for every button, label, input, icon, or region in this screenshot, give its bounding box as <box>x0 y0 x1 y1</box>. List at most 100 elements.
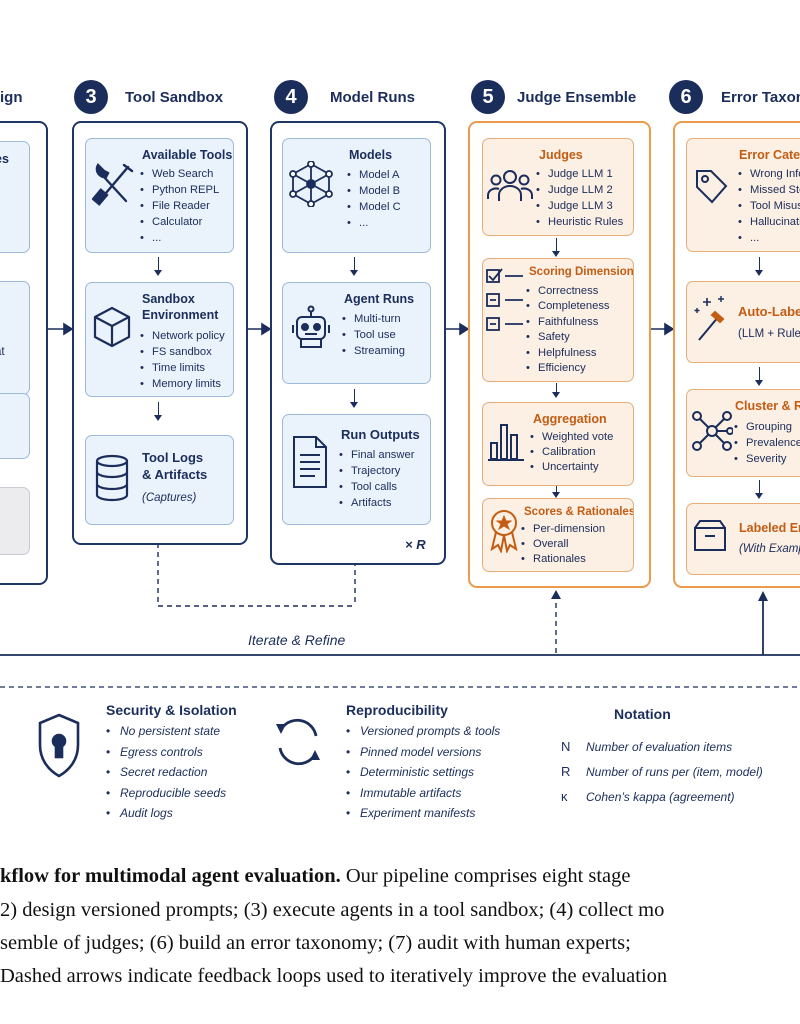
arrow-down <box>350 257 358 276</box>
list-item: Efficiency <box>526 361 610 376</box>
list-item: Model B <box>347 183 401 199</box>
neural-network-icon <box>289 161 333 207</box>
tool-logs-subtitle: (Captures) <box>142 492 197 504</box>
arrow-down <box>755 367 763 386</box>
list-item: Python REPL <box>140 182 219 198</box>
list-item: Audit logs <box>106 803 226 824</box>
list-item: Helpfulness <box>526 346 610 361</box>
list-item: No persistent state <box>106 721 226 742</box>
list-item: Prevalence <box>734 435 800 451</box>
arrow-down <box>552 383 560 398</box>
list-item: Severity <box>734 451 800 467</box>
list-item: Pinned model versions <box>346 742 500 763</box>
arrow-down <box>755 480 763 499</box>
available-tools-title: Available Tools <box>142 148 233 162</box>
list-item: Grouping <box>734 419 800 435</box>
notation-symbol-kappa: κ <box>561 789 568 804</box>
models-title: Models <box>349 148 393 162</box>
stage-2-title-fragment: ign <box>0 89 23 106</box>
list-item: Deterministic settings <box>346 762 500 783</box>
list-item: Rationales <box>521 552 605 567</box>
connector-lines <box>0 322 800 688</box>
list-item: Model C <box>347 199 401 215</box>
archive-box-icon <box>693 518 727 554</box>
shield-lock-icon <box>36 712 82 780</box>
document-icon <box>291 435 329 491</box>
security-list: No persistent state Egress controls Secr… <box>106 721 226 824</box>
list-item: Tool Misus <box>738 198 800 214</box>
list-item: Network policy <box>140 328 225 344</box>
list-item: ... <box>347 215 401 231</box>
caption-line-2: 2) design versioned prompts; (3) execute… <box>0 899 665 921</box>
arrow-down <box>552 486 560 498</box>
arrow-down <box>755 257 763 276</box>
run-outputs-title: Run Outputs <box>341 427 420 442</box>
robot-icon <box>289 305 333 351</box>
stage-4-title: Model Runs <box>330 89 415 106</box>
list-item: Overall <box>521 537 605 552</box>
list-item: Multi-turn <box>342 311 405 327</box>
refresh-cycle-icon <box>272 712 324 772</box>
stage-2-card-3 <box>0 393 30 459</box>
iterate-refine-label: Iterate & Refine <box>248 632 346 648</box>
list-item: Egress controls <box>106 742 226 763</box>
aggregation-card: Aggregation Weighted vote Calibration Un… <box>482 402 634 486</box>
list-item: Safety <box>526 330 610 345</box>
tool-logs-card: Tool Logs & Artifacts (Captures) <box>85 435 234 525</box>
bar-chart-icon <box>487 417 525 463</box>
stage-2-card-2-fragment: at <box>0 346 5 358</box>
tool-logs-title-1: Tool Logs <box>142 450 204 465</box>
agent-runs-card: Agent Runs Multi-turn Tool use Streaming <box>282 282 431 384</box>
tag-icon <box>693 167 729 207</box>
notation-desc-kappa: Cohen’s kappa (agreement) <box>586 790 735 804</box>
agent-runs-list: Multi-turn Tool use Streaming <box>342 311 405 359</box>
list-item: ... <box>140 230 219 246</box>
sandbox-environment-title-2: Environment <box>142 308 219 322</box>
caption-line-1: kflow for multimodal agent evaluation. O… <box>0 862 800 890</box>
error-categories-title: Error Categ <box>739 148 800 162</box>
list-item: FS sandbox <box>140 344 225 360</box>
caption-bold: kflow for multimodal agent evaluation. <box>0 865 341 887</box>
stage-2-card-2: at <box>0 281 30 395</box>
models-card: Models Model A Model B Model C ... <box>282 138 431 253</box>
list-item: Judge LLM 2 <box>536 182 623 198</box>
sandbox-environment-card: Sandbox Environment Network policy FS sa… <box>85 282 234 397</box>
list-item: Judge LLM 3 <box>536 198 623 214</box>
list-item: Wrong Info <box>738 166 800 182</box>
sandbox-environment-title-1: Sandbox <box>142 292 195 306</box>
list-item: Memory limits <box>140 376 225 392</box>
people-group-icon <box>487 167 533 203</box>
checklist-icon <box>485 267 527 335</box>
available-tools-card: Available Tools Web Search Python REPL F… <box>85 138 234 253</box>
arrow-down <box>552 238 560 257</box>
tool-logs-title-2: & Artifacts <box>142 467 208 482</box>
wrench-screwdriver-icon <box>92 161 134 207</box>
list-item: Experiment manifests <box>346 803 500 824</box>
aggregation-title: Aggregation <box>533 412 607 426</box>
stage-6-title: Error Taxono <box>721 89 800 106</box>
reproducibility-list: Versioned prompts & tools Pinned model v… <box>346 721 500 824</box>
error-categories-list: Wrong Info Missed Ste Tool Misus Halluci… <box>738 166 800 246</box>
list-item: Tool calls <box>339 479 414 495</box>
auto-labeling-title: Auto-Labeli <box>738 304 800 319</box>
cluster-card: Cluster & Re Grouping Prevalence Severit… <box>686 389 800 477</box>
stage-2-card-1: es <box>0 141 30 253</box>
stage-2-column: es at <box>0 121 48 585</box>
list-item: Calculator <box>140 214 219 230</box>
network-cluster-icon <box>691 408 733 454</box>
labeled-errors-subtitle: (With Examp <box>739 543 800 555</box>
runs-multiplier: × R <box>405 537 426 552</box>
run-outputs-card: Run Outputs Final answer Trajectory Tool… <box>282 414 431 525</box>
list-item: Final answer <box>339 447 414 463</box>
stage-3-number: 3 <box>74 80 108 114</box>
cluster-list: Grouping Prevalence Severity <box>734 419 800 467</box>
scores-rationales-title: Scores & Rationales <box>524 506 634 518</box>
list-item: Secret redaction <box>106 762 226 783</box>
list-item: ... <box>738 230 800 246</box>
list-item: Trajectory <box>339 463 414 479</box>
labeled-errors-title: Labeled Err <box>739 521 800 535</box>
magic-wand-icon <box>693 294 729 344</box>
notation-desc-n: Number of evaluation items <box>586 740 733 754</box>
list-item: Versioned prompts & tools <box>346 721 500 742</box>
labeled-errors-card: Labeled Err (With Examp <box>686 503 800 575</box>
